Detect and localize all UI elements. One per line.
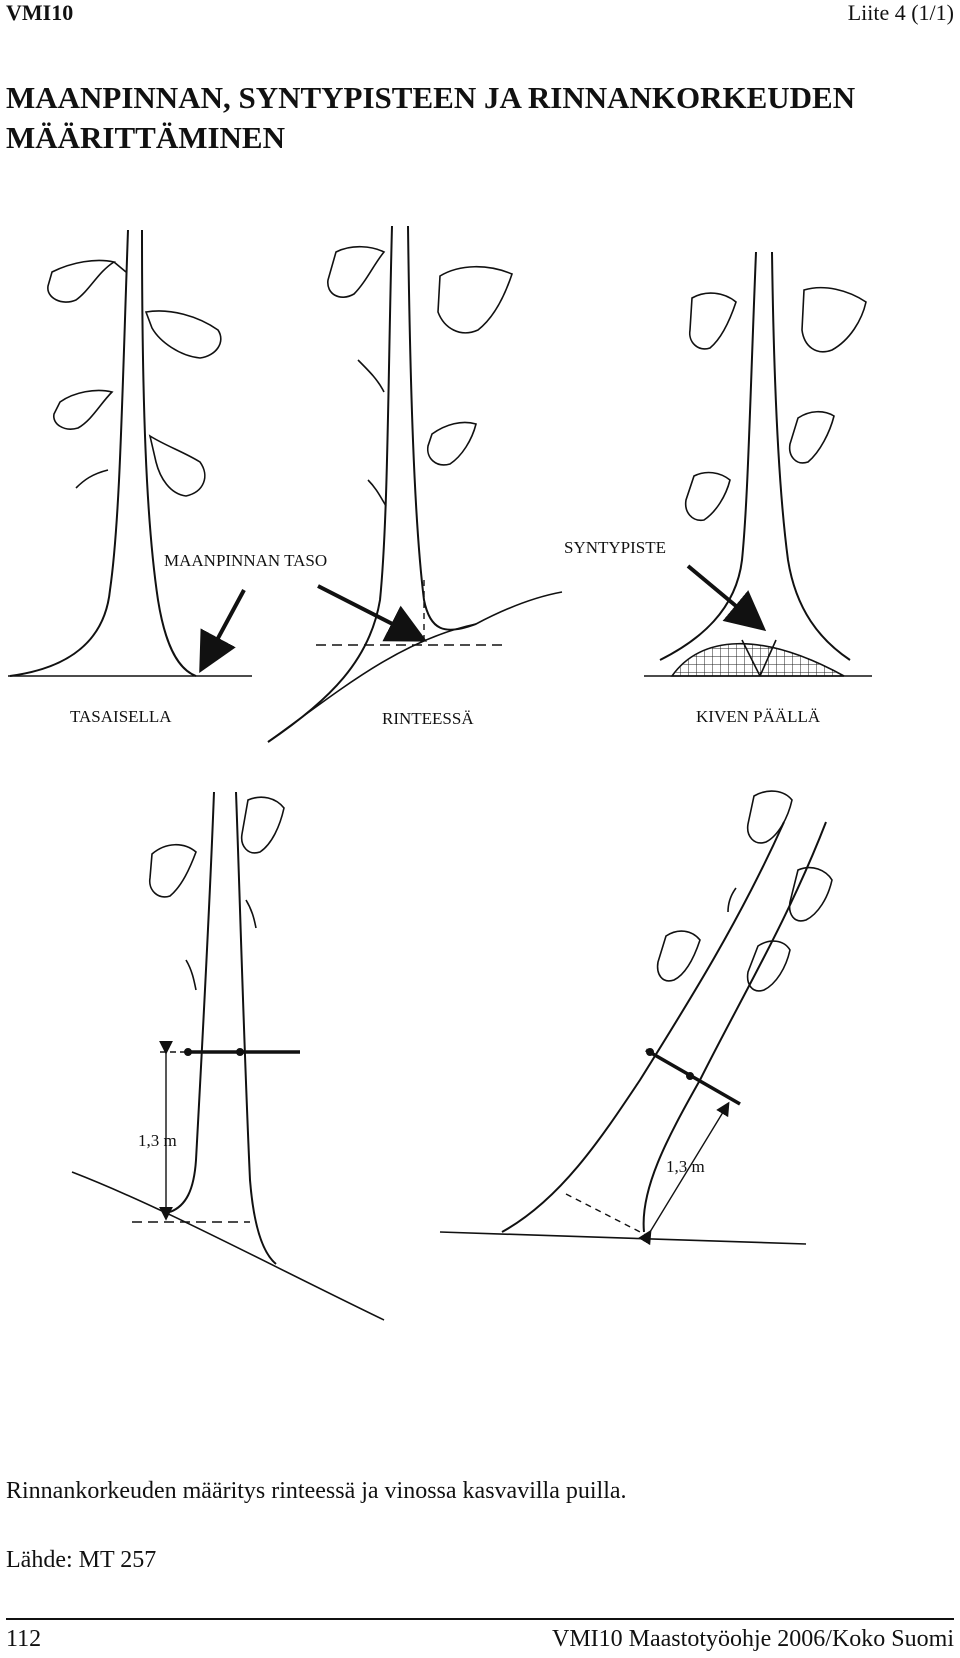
label-origin-point: SYNTYPISTE xyxy=(564,538,666,557)
page-title-line-1: MAANPINNAN, SYNTYPISTEEN JA RINNANKORKEU… xyxy=(6,80,856,115)
footer-divider xyxy=(6,1618,954,1620)
label-height-right: 1,3 m xyxy=(666,1157,705,1176)
label-ground-level: MAANPINNAN TASO xyxy=(164,551,327,570)
running-header-appendix: Liite 4 (1/1) xyxy=(847,0,954,25)
ground-level-arrow xyxy=(199,589,246,674)
tree-on-rock xyxy=(644,251,872,677)
origin-point-arrow-slope xyxy=(317,584,428,642)
footer-publication: VMI10 Maastotyöohje 2006/Koko Suomi xyxy=(552,1626,954,1652)
origin-point-arrow-rock xyxy=(686,564,767,632)
label-height-left: 1,3 m xyxy=(138,1131,177,1150)
tree-breast-height-leaning xyxy=(439,790,833,1246)
running-header-code: VMI10 xyxy=(6,0,74,25)
page-number: 112 xyxy=(6,1626,42,1652)
tree-on-slope xyxy=(267,225,563,743)
tree-flat-ground xyxy=(8,229,252,677)
tree-diagram-figure: MAANPINNAN TASO SYNTYPISTE TASAISELLA RI… xyxy=(8,225,872,1321)
label-panel-flat: TASAISELLA xyxy=(70,707,172,726)
label-panel-rock: KIVEN PÄÄLLÄ xyxy=(696,707,821,726)
label-panel-slope: RINTEESSÄ xyxy=(382,709,474,728)
tree-breast-height-slope xyxy=(71,791,385,1321)
page-title: MAANPINNAN, SYNTYPISTEEN JA RINNANKORKEU… xyxy=(6,78,946,158)
figure-caption: Rinnankorkeuden määritys rinteessä ja vi… xyxy=(6,1478,627,1504)
figure-source: Lähde: MT 257 xyxy=(6,1547,157,1573)
page-title-line-2: MÄÄRITTÄMINEN xyxy=(6,120,285,155)
